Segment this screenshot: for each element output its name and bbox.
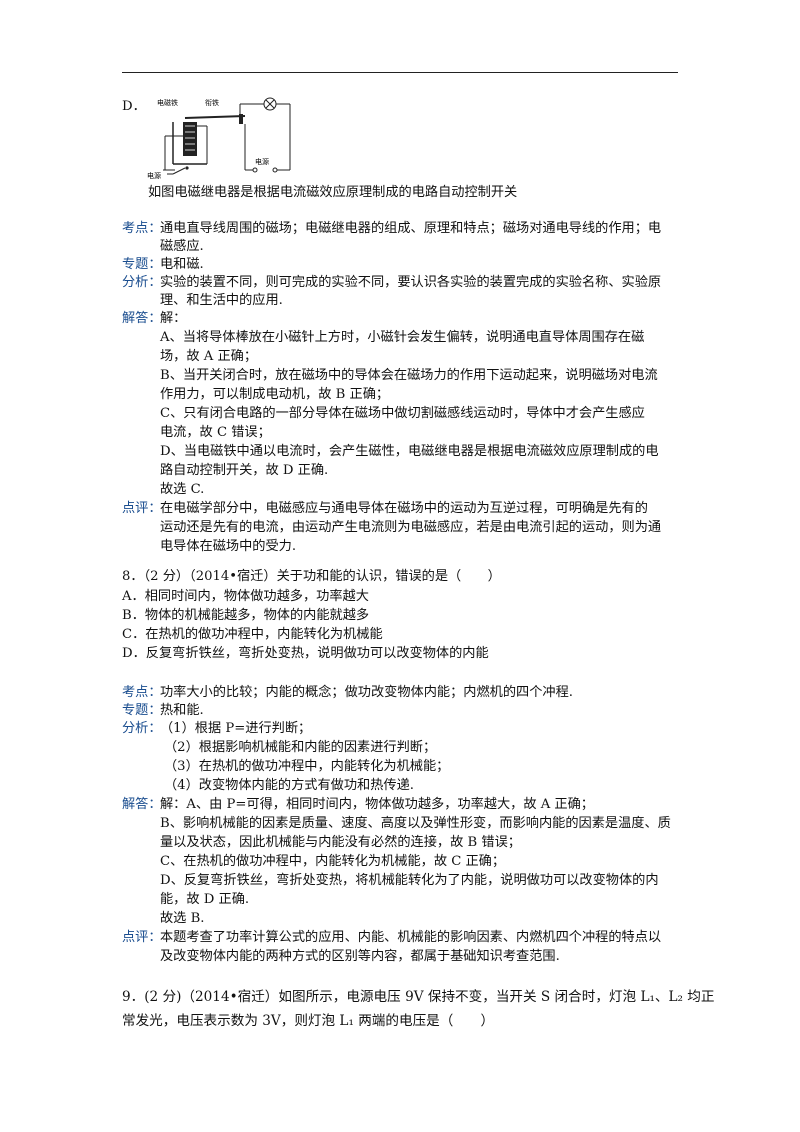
q7-jieda-line-10: 故选 C. — [160, 482, 205, 497]
q8-jieda-line-7: 故选 B. — [160, 911, 205, 926]
q8-option-b: B．物体的机械能越多，物体的内能就越多 — [122, 608, 370, 623]
q9-stem-line-2: 常发光，电压表示数为 3V，则灯泡 L₁ 两端的电压是（ ） — [122, 1013, 495, 1029]
q8-option-c: C．在热机的做功冲程中，内能转化为机械能 — [122, 627, 383, 642]
q8-jieda-line-5: D、反复弯折铁丝，弯折处变热，将机械能转化为了内能，说明做功可以改变物体的内 — [160, 873, 659, 888]
q7-dianping-label: 点评： — [122, 501, 162, 516]
q7-jieda-line-9: 路自动控制开关，故 D 正确. — [160, 463, 329, 478]
q8-jieda-line-1: 解：A、由 P=可得，相同时间内，物体做功越多，功率越大，故 A 正确； — [160, 797, 594, 812]
q8-jieda-line-2: B、影响机械能的因素是质量、速度、高度以及弹性形变，而影响内能的因素是温度、质 — [160, 816, 671, 831]
q8-fenxi-line-4: （4）改变物体内能的方式有做功和热传递. — [164, 778, 414, 793]
q7-kaodian-line-1: 通电直导线周围的磁场；电磁继电器的组成、原理和特点；磁场对通电导线的作用；电 — [160, 221, 662, 236]
q8-dianping-line-2: 及改变物体内能的两种方式的区别等内容，都属于基础知识考查范围. — [160, 949, 560, 964]
q7-fenxi-label: 分析： — [122, 275, 162, 290]
q7-jieda-line-6: C、只有闭合电路的一部分导体在磁场中做切割磁感线运动时，导体中才会产生感应 — [160, 406, 645, 421]
q8-option-a: A．相同时间内，物体做功越多，功率越大 — [122, 589, 369, 604]
figure-label-electromagnet: 电磁铁 — [157, 98, 178, 107]
q8-kaodian-label: 考点： — [122, 685, 162, 700]
q7-jieda-line-3: 场，故 A 正确； — [160, 349, 258, 364]
q7-dianping-line-3: 电导体在磁场中的受力. — [160, 539, 297, 554]
q8-option-d: D．反复弯折铁丝，弯折处变热，说明做功可以改变物体的内能 — [122, 646, 489, 661]
q8-jieda-label: 解答： — [122, 797, 162, 812]
electromagnetic-relay-figure: 电磁铁 衔铁 电源 电源 — [147, 97, 291, 180]
q7-jieda-label: 解答： — [122, 311, 162, 326]
figure-label-source-left: 电源 — [147, 171, 161, 180]
q8-fenxi-line-3: （3）在热机的做功冲程中，内能转化为机械能； — [164, 759, 450, 774]
figure-label-source-right: 电源 — [255, 157, 269, 166]
q7-zhuanti-label: 专题： — [122, 257, 162, 272]
q8-fenxi-line-2: （2）根据影响机械能和内能的因素进行判断； — [164, 740, 437, 755]
q9-stem-line-1: 9．(2 分)（2014•宿迁）如图所示，电源电压 9V 保持不变，当开关 S … — [122, 989, 715, 1005]
q7-jieda-line-7: 电流，故 C 错误； — [160, 425, 271, 440]
q8-dianping-line-1: 本题考查了功率计算公式的应用、内能、机械能的影响因素、内燃机四个冲程的特点以 — [160, 930, 662, 945]
q7-kaodian-label: 考点： — [122, 221, 162, 236]
q8-jieda-line-4: C、在热机的做功冲程中，内能转化为机械能，故 C 正确； — [160, 854, 506, 869]
q7-fenxi-line-2: 理、和生活中的应用. — [160, 293, 283, 308]
q7-jieda-line-1: 解： — [160, 311, 187, 326]
q8-fenxi-label: 分析： — [122, 721, 162, 736]
figure-label-armature: 衔铁 — [205, 98, 219, 107]
q8-jieda-line-6: 能，故 D 正确. — [160, 892, 250, 907]
q7-dianping-line-1: 在电磁学部分中，电磁感应与通电导体在磁场中的运动为互逆过程，可明确是先有的 — [160, 501, 648, 516]
q8-jieda-line-3: 量以及状态，因此机械能与内能没有必然的连接，故 B 错误； — [160, 835, 521, 850]
q7-fenxi-line-1: 实验的装置不同，则可完成的实验不同，要认识各实验的装置完成的实验名称、实验原 — [160, 275, 662, 290]
q8-dianping-label: 点评： — [122, 930, 162, 945]
q8-fenxi-line-1: （1）根据 P=进行判断； — [160, 721, 312, 736]
q7-jieda-line-4: B、当开关闭合时，放在磁场中的导体会在磁场力的作用下运动起来，说明磁场对电流 — [160, 368, 658, 383]
q8-kaodian: 功率大小的比较；内能的概念；做功改变物体内能；内燃机的四个冲程. — [160, 685, 574, 700]
figure-caption: 如图电磁继电器是根据电流磁效应原理制成的电路自动控制开关 — [148, 185, 518, 200]
q7-kaodian-line-2: 磁感应. — [160, 239, 204, 254]
q8-zhuanti: 热和能. — [160, 703, 204, 718]
q7-dianping-line-2: 运动还是先有的电流，由运动产生电流则为电磁感应，若是由电流引起的运动，则为通 — [160, 520, 662, 535]
header-rule — [122, 72, 678, 73]
q7-jieda-line-2: A、当将导体棒放在小磁针上方时，小磁针会发生偏转，说明通电直导体周围存在磁 — [160, 330, 645, 345]
q7-zhuanti: 电和磁. — [160, 257, 204, 272]
q8-zhuanti-label: 专题： — [122, 703, 162, 718]
q7-jieda-line-8: D、当电磁铁中通以电流时，会产生磁性，电磁继电器是根据电流磁效应原理制成的电 — [160, 444, 659, 459]
q7-jieda-line-5: 作用力，可以制成电动机，故 B 正确； — [160, 387, 390, 402]
q8-stem: 8．（2 分）（2014•宿迁）关于功和能的认识，错误的是（ ） — [122, 569, 501, 584]
option-d-label: D． — [122, 99, 146, 114]
